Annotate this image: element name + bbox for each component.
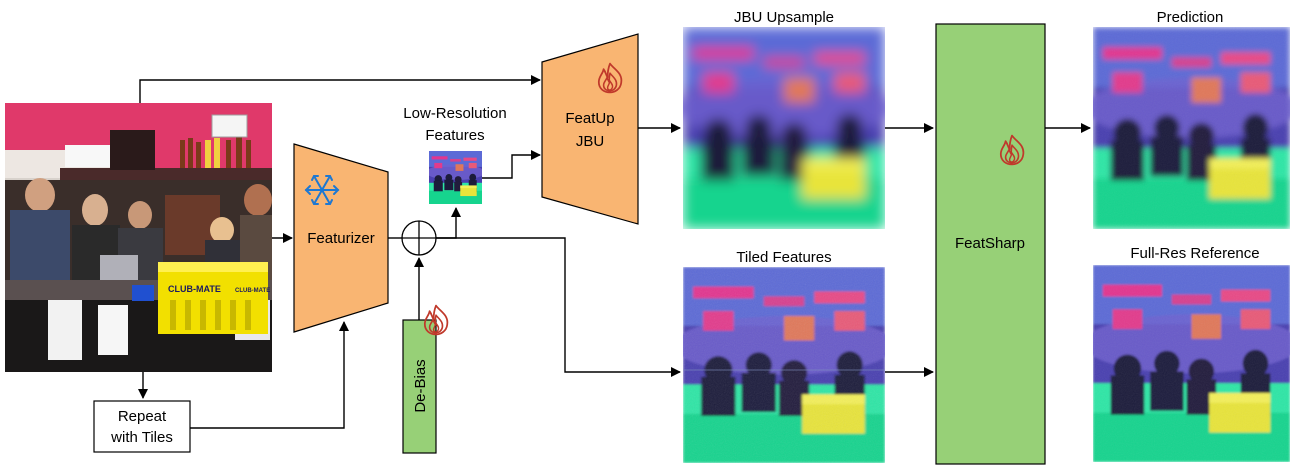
- sum-operator: [401, 220, 437, 256]
- tiled-features-image: Tiled Features: [683, 249, 885, 463]
- featup-jbu-block: FeatUp JBU: [541, 33, 639, 225]
- repeat-with-tiles-box: Repeat with Tiles: [93, 400, 191, 453]
- snowflake-icon: [304, 175, 340, 205]
- debias-block: De-Bias: [402, 304, 449, 454]
- featurizer-label: Featurizer: [307, 230, 375, 247]
- featsharp-label: FeatSharp: [955, 235, 1025, 252]
- debias-label: De-Bias: [412, 359, 429, 412]
- low-resolution-features: Low-Resolution Features: [403, 105, 507, 204]
- connectors: [138, 75, 1091, 429]
- jbu-upsample-image: JBU Upsample: [683, 9, 885, 229]
- lowres-label-line2: Features: [425, 127, 484, 144]
- featup-label-line2: JBU: [576, 133, 604, 150]
- crate-text-2: CLUB-MATE: [235, 288, 270, 294]
- featsharp-block: FeatSharp: [935, 23, 1046, 465]
- featup-label-line1: FeatUp: [565, 110, 614, 127]
- repeat-label-line2: with Tiles: [110, 429, 173, 446]
- lowres-label-line1: Low-Resolution: [403, 105, 506, 122]
- crate-text-1: CLUB-MATE: [168, 284, 221, 294]
- input-photo: CLUB-MATE CLUB-MATE: [5, 103, 272, 372]
- jbu-upsample-title: JBU Upsample: [734, 9, 834, 26]
- featurizer-block: Featurizer: [293, 143, 389, 333]
- prediction-title: Prediction: [1157, 9, 1224, 26]
- full-res-reference-title: Full-Res Reference: [1130, 245, 1259, 262]
- full-res-reference-image: Full-Res Reference: [1093, 245, 1290, 462]
- tiled-features-title: Tiled Features: [736, 249, 831, 266]
- repeat-label-line1: Repeat: [118, 408, 167, 425]
- prediction-image: Prediction: [1093, 9, 1290, 229]
